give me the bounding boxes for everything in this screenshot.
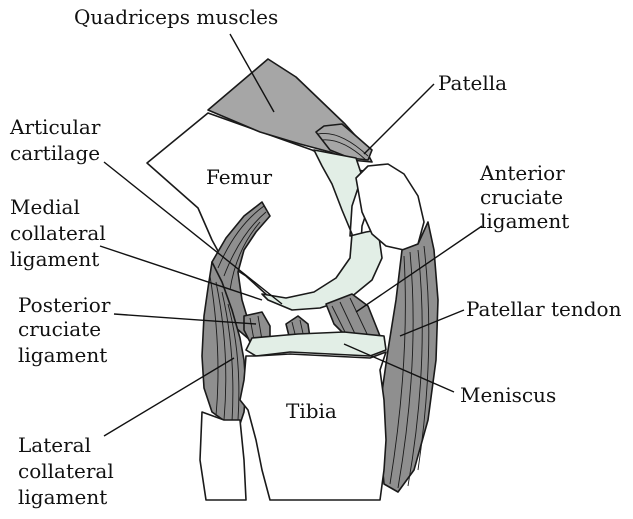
- label-femur: Femur: [206, 165, 272, 189]
- tibia-bone: [240, 352, 386, 500]
- label-tibia: Tibia: [286, 399, 337, 423]
- label-patella: Patella: [438, 71, 507, 95]
- label-anterior-cruciate: Anterior cruciate ligament: [479, 161, 571, 233]
- label-quadriceps: Quadriceps muscles: [74, 5, 278, 29]
- label-medial-collateral: Medial collateral ligament: [10, 195, 112, 271]
- label-lateral-collateral: Lateral collateral ligament: [18, 433, 120, 509]
- fibula-bone: [200, 412, 246, 500]
- label-posterior-cruciate: Posterior cruciate ligament: [18, 293, 117, 367]
- label-articular-cartilage: Articular cartilage: [9, 115, 107, 165]
- label-patellar-tendon: Patellar tendon: [466, 297, 622, 321]
- label-meniscus: Meniscus: [460, 383, 556, 407]
